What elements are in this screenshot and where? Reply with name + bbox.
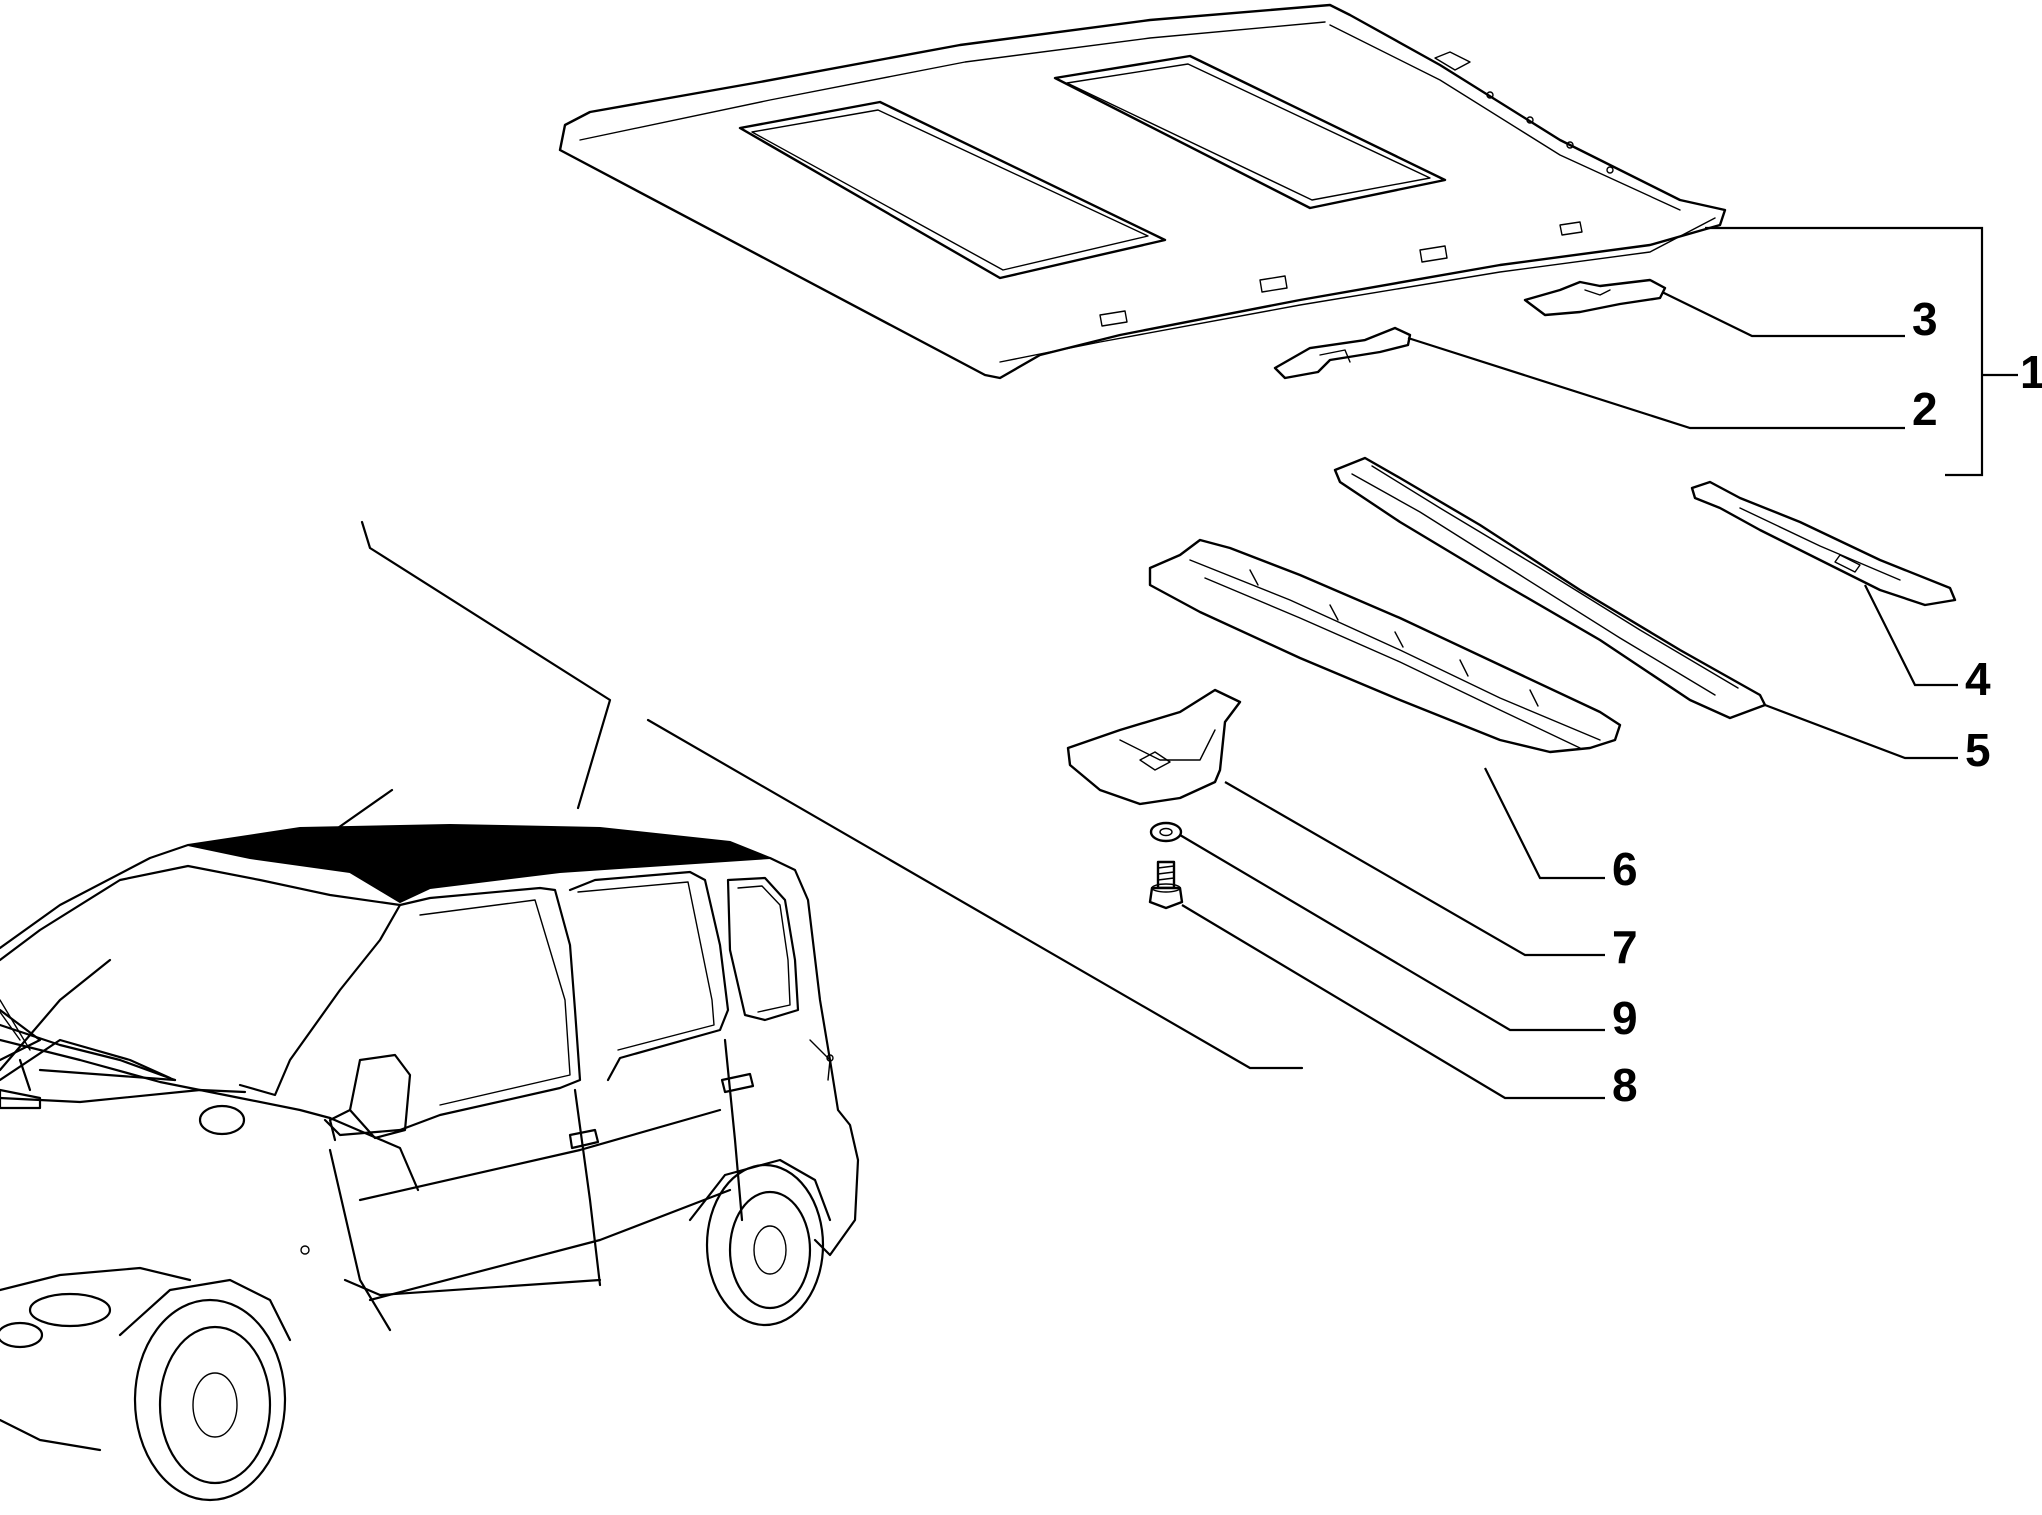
callout-7: 7 xyxy=(1612,921,1638,973)
callout-6: 6 xyxy=(1612,843,1638,895)
rear-cross-member-part-4 xyxy=(1690,480,1957,607)
view-connector-lines xyxy=(360,520,1304,1070)
roof-highlight xyxy=(187,823,771,904)
leader-lines xyxy=(1179,226,2018,1100)
callout-1: 1 xyxy=(2020,346,2042,398)
callout-9: 9 xyxy=(1612,992,1638,1044)
washer-part-9 xyxy=(1149,821,1183,843)
callout-2: 2 xyxy=(1912,383,1938,435)
callout-3: 3 xyxy=(1912,293,1938,345)
callout-labels: 1 2 3 4 5 6 7 9 8 xyxy=(1612,293,2042,1111)
front-cross-member-part-6 xyxy=(1148,538,1622,754)
bracket-part-2 xyxy=(1273,326,1412,380)
car-overview xyxy=(0,788,860,1502)
callout-8: 8 xyxy=(1612,1059,1638,1111)
front-sunroof-opening xyxy=(738,100,1167,280)
corner-gusset-part-7 xyxy=(1066,688,1242,806)
roof-panel xyxy=(558,3,1727,380)
callout-5: 5 xyxy=(1965,724,1991,776)
bracket-part-3 xyxy=(1523,278,1667,317)
rear-sunroof-opening xyxy=(1053,54,1447,210)
callout-4: 4 xyxy=(1965,653,1991,705)
bolt-part-8 xyxy=(1148,860,1184,910)
